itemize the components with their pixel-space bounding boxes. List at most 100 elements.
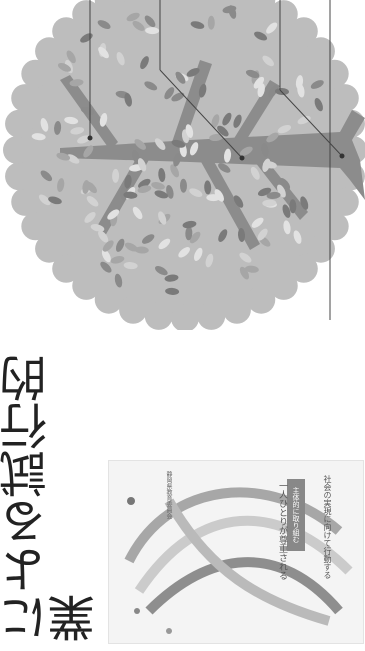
leaf [233, 114, 242, 128]
leaf [31, 133, 46, 141]
leaf [124, 242, 138, 252]
leaf [57, 178, 65, 193]
leaf [266, 191, 281, 199]
leaf [237, 227, 246, 242]
leaf [90, 224, 105, 232]
leaf [134, 246, 149, 254]
leaf [209, 133, 224, 142]
leaf [126, 12, 140, 22]
leaf [77, 135, 91, 144]
leaf [165, 287, 180, 295]
leaf [86, 196, 99, 207]
leaf [123, 191, 138, 199]
cover-badge: 主体的に取り組む [287, 479, 305, 551]
leaf [283, 220, 291, 235]
leaf [194, 247, 203, 261]
leaf [102, 240, 114, 252]
cover-subtitle: 社会の実現に向けて行動する [323, 475, 332, 579]
leaf [261, 143, 269, 157]
leaf [70, 127, 85, 135]
leaf [84, 211, 96, 223]
leaf [170, 164, 180, 178]
leaf [151, 182, 165, 190]
leaf [250, 166, 260, 180]
leaf [282, 204, 291, 218]
leaf [158, 168, 166, 182]
leaf [217, 125, 229, 137]
leaf [289, 199, 297, 214]
leaf [314, 98, 323, 112]
leaf [145, 27, 160, 35]
leaf [297, 115, 311, 125]
leaf [300, 196, 309, 210]
leaf [233, 195, 244, 208]
leaf [171, 139, 186, 148]
leaf [132, 20, 145, 31]
leaf [98, 230, 109, 243]
leaf [110, 256, 125, 264]
leaf [218, 163, 231, 173]
leaf [262, 199, 277, 207]
leaf [158, 211, 167, 225]
leaf [175, 71, 186, 84]
leaf [54, 120, 62, 135]
leaf [239, 146, 253, 156]
leaf [80, 106, 95, 115]
leaf [185, 124, 194, 138]
leaf [101, 249, 111, 263]
leaf [239, 252, 252, 263]
leaf [154, 138, 166, 150]
leaf [115, 238, 125, 252]
leaf [64, 116, 79, 125]
leaf [123, 262, 138, 270]
leaf [257, 228, 268, 241]
leaf [254, 31, 268, 41]
leaf [40, 118, 49, 132]
leaf [310, 80, 324, 89]
leaf [204, 180, 212, 195]
leaf [218, 229, 228, 242]
leaf [98, 46, 109, 59]
leaf [173, 152, 181, 167]
leaf [266, 22, 278, 34]
leaf [223, 148, 232, 163]
leaf [245, 69, 260, 78]
cover-artwork [124, 487, 353, 634]
leaf [222, 112, 232, 126]
leaf [40, 170, 53, 182]
leaf [268, 85, 278, 98]
cover-publisher: 静岡県教育委員会 [165, 471, 172, 519]
leaf [297, 83, 305, 98]
leaf [137, 158, 147, 172]
leaf [155, 266, 168, 276]
leaf [171, 92, 185, 102]
leaf [132, 150, 140, 164]
leaf [66, 50, 76, 64]
leaf [132, 206, 143, 220]
leaf [277, 125, 292, 134]
leaf [189, 188, 203, 197]
leaf [38, 194, 51, 206]
leaf [178, 247, 190, 258]
leaf [186, 68, 200, 77]
callout-lines [89, 0, 343, 320]
leaf [293, 230, 302, 244]
leaf [279, 178, 291, 190]
leaf [158, 238, 171, 250]
leaf [179, 178, 187, 193]
leaf [251, 217, 264, 228]
leaf [164, 87, 175, 100]
leaf [48, 196, 62, 205]
brochure-cover: 主体的に取り組む 一人ひとりが尊重される 社会の実現に向けて行動する 静岡県教育… [108, 460, 364, 644]
leaf [189, 142, 199, 156]
leaf [205, 253, 214, 268]
leaf [56, 152, 71, 161]
leaf [137, 185, 152, 193]
leaf [69, 79, 84, 87]
leaf [211, 114, 220, 128]
leaf [83, 145, 94, 158]
leaf [57, 63, 71, 72]
vertical-title: による試行的業 [0, 354, 104, 642]
leaf [257, 83, 265, 98]
leaf [253, 76, 265, 89]
